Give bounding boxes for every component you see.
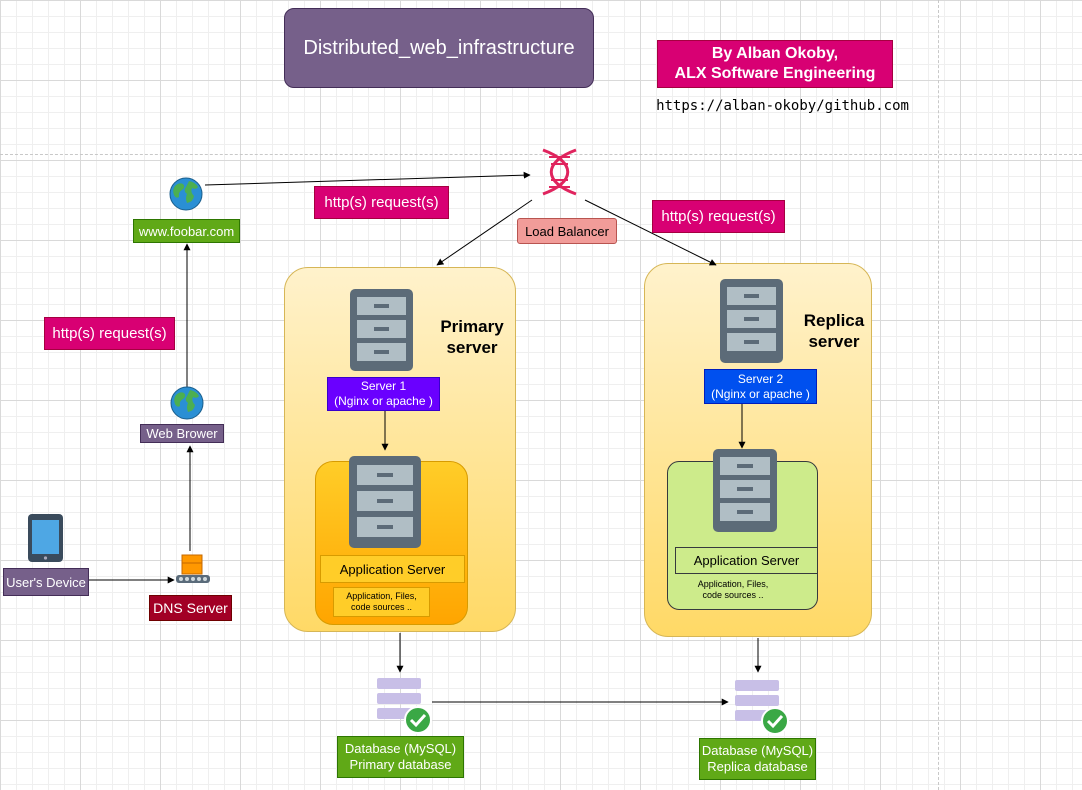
replica-files-line-2: code sources ..	[702, 590, 764, 600]
request-label-browser-to-domain: http(s) request(s)	[44, 317, 175, 350]
page-guide-horizontal	[0, 154, 1082, 155]
server1-name: Server 1	[360, 379, 407, 393]
primary-database-label[interactable]: Database (MySQL) Primary database	[337, 736, 464, 778]
replica-title-line-2: server	[808, 332, 860, 351]
device-label[interactable]: User's Device	[3, 568, 89, 596]
diagram-title-text: Distributed_web_infrastructure	[303, 36, 575, 59]
replica-database-label[interactable]: Database (MySQL) Replica database	[699, 738, 816, 780]
author-url[interactable]: https://alban-okoby/github.com	[656, 98, 909, 114]
arrow-lb-to-replica	[584, 199, 717, 266]
browser-label[interactable]: Web Brower	[140, 424, 224, 443]
server-cabinet-icon	[720, 279, 783, 363]
globe-icon	[170, 386, 204, 420]
load-balancer-label[interactable]: Load Balancer	[517, 218, 617, 244]
arrows	[88, 171, 762, 706]
server-cabinet-icon	[349, 456, 421, 548]
primary-files-line-1: Application, Files,	[346, 591, 417, 601]
tablet-icon	[28, 514, 63, 562]
arrow-browser-to-lb	[204, 171, 531, 186]
server2-software: (Nginx or apache )	[711, 386, 810, 401]
check-badge-icon	[761, 707, 789, 735]
dns-server-label[interactable]: DNS Server	[149, 595, 232, 621]
replica-title-line-1: Replica	[803, 311, 865, 330]
primary-files-line-2: code sources ..	[350, 602, 412, 612]
primary-db-line-2: Primary database	[349, 757, 452, 772]
replica-files-line-1: Application, Files,	[697, 579, 769, 589]
author-line-1: By Alban Okoby,	[711, 45, 839, 62]
primary-files-label: Application, Files, code sources ..	[333, 587, 430, 617]
author-line-2: ALX Software Engineering	[674, 65, 876, 82]
domain-label[interactable]: www.foobar.com	[133, 219, 240, 243]
page-guide-vertical	[938, 0, 939, 790]
replica-server-title: Replica server	[790, 310, 878, 352]
server1-label[interactable]: Server 1 (Nginx or apache )	[327, 377, 440, 411]
server-cabinet-icon	[713, 449, 777, 532]
check-badge-icon	[404, 706, 432, 734]
primary-app-server-label[interactable]: Application Server	[320, 555, 465, 583]
server2-name: Server 2	[737, 371, 784, 386]
primary-db-line-1: Database (MySQL)	[344, 741, 457, 756]
request-label-lb-to-replica: http(s) request(s)	[652, 200, 785, 233]
globe-icon	[169, 177, 203, 211]
replica-db-line-1: Database (MySQL)	[701, 743, 814, 758]
primary-server-title: Primary server	[428, 316, 516, 358]
author-box: By Alban Okoby, ALX Software Engineering	[657, 40, 893, 88]
replica-app-server-label[interactable]: Application Server	[675, 547, 818, 574]
database-stack-icon	[377, 678, 421, 719]
server1-software: (Nginx or apache )	[334, 394, 433, 408]
request-label-browser-to-lb: http(s) request(s)	[314, 186, 449, 219]
primary-title-line-1: Primary	[440, 317, 504, 336]
server-cabinet-icon	[350, 289, 413, 371]
replica-db-line-2: Replica database	[707, 759, 808, 774]
arrow-lb-to-primary	[436, 199, 533, 266]
diagram-title: Distributed_web_infrastructure	[284, 8, 594, 88]
server2-label[interactable]: Server 2 (Nginx or apache )	[704, 369, 817, 404]
replica-files-label: Application, Files, code sources ..	[683, 577, 783, 603]
dns-box-icon	[176, 554, 210, 583]
dna-load-balancer-icon	[542, 148, 577, 196]
primary-title-line-2: server	[446, 338, 498, 357]
